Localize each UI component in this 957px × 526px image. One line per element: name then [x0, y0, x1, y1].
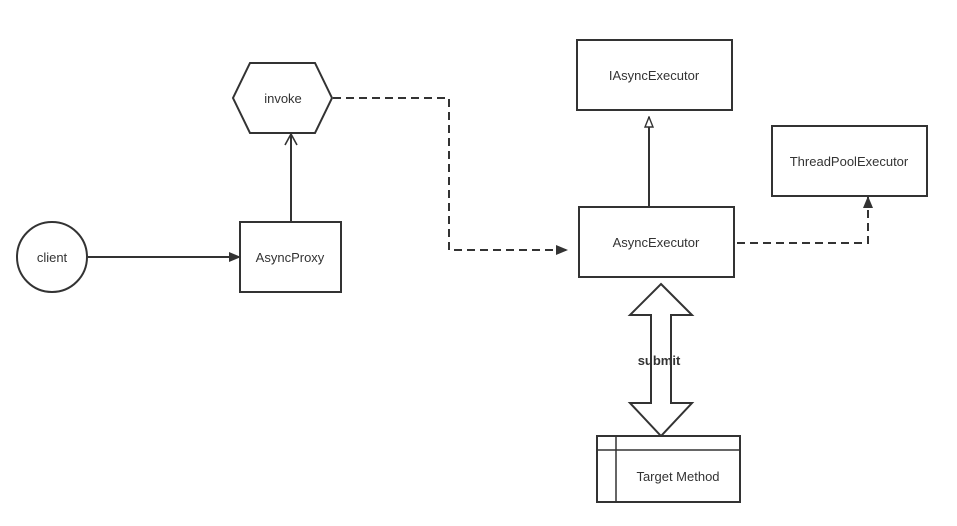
- edge-asyncexecutor-to-threadpoolexecutor: [724, 196, 873, 244]
- iasyncexecutor-box: [576, 39, 733, 111]
- node-threadpoolexecutor: ThreadPoolExecutor: [771, 125, 928, 197]
- target-method-box: [596, 435, 741, 503]
- invoke-hexagon: [231, 62, 334, 134]
- threadpoolexecutor-box: [771, 125, 928, 197]
- node-asyncexecutor: AsyncExecutor: [578, 206, 735, 278]
- node-asyncproxy: AsyncProxy: [239, 221, 342, 293]
- node-invoke: invoke: [231, 62, 334, 134]
- client-circle: [16, 221, 88, 293]
- submit-label: submit: [638, 353, 681, 368]
- edges: [88, 97, 873, 262]
- target-method-label: Target Method: [636, 469, 719, 484]
- asyncproxy-label: AsyncProxy: [256, 250, 325, 265]
- node-iasyncexecutor: IAsyncExecutor: [576, 39, 733, 111]
- node-target-method: Target Method: [596, 435, 741, 503]
- edge-invoke-to-asyncexecutor: [333, 97, 568, 255]
- iasyncexecutor-label: IAsyncExecutor: [609, 68, 700, 83]
- threadpoolexecutor-label: ThreadPoolExecutor: [790, 154, 909, 169]
- invoke-label: invoke: [264, 91, 302, 106]
- asyncexecutor-label: AsyncExecutor: [613, 235, 700, 250]
- node-client: client: [16, 221, 88, 293]
- asyncproxy-box: [239, 221, 342, 293]
- asyncexecutor-box: [578, 206, 735, 278]
- client-label: client: [37, 250, 68, 265]
